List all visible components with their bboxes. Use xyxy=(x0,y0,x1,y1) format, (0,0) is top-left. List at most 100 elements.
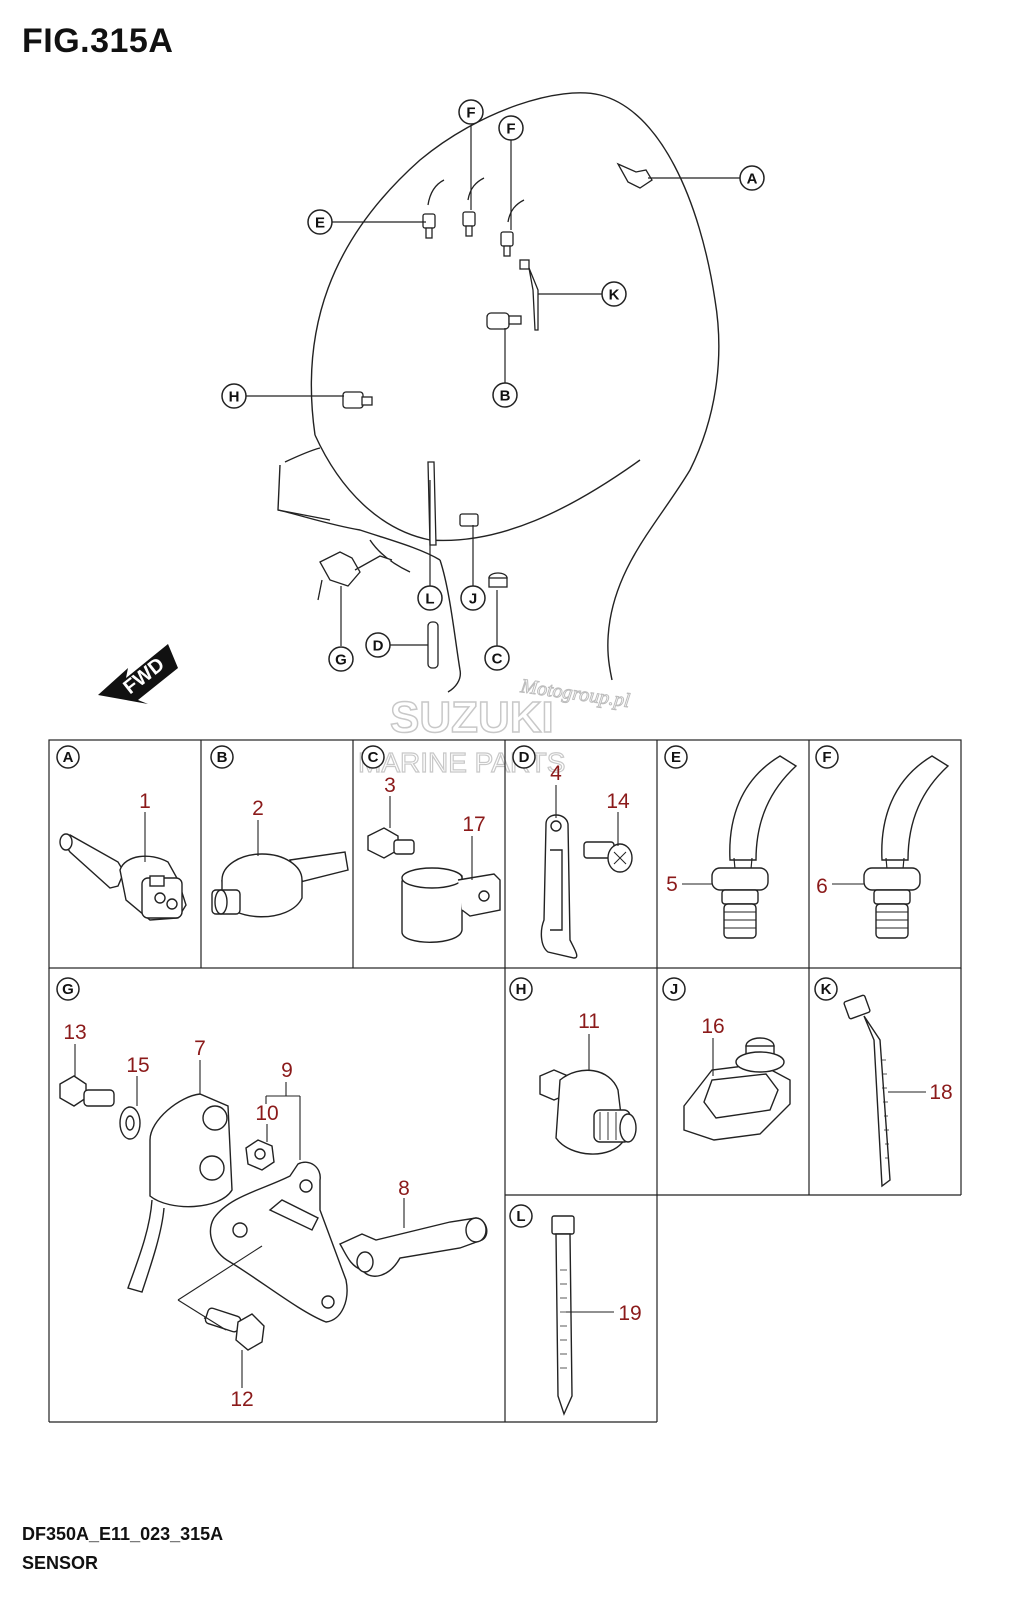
part-7-crank-sensor-drawing xyxy=(127,1093,233,1293)
svg-text:B: B xyxy=(217,749,228,766)
watermark: SUZUKI MARINE PARTS Motogroup.pl xyxy=(357,675,632,779)
svg-text:G: G xyxy=(62,981,74,998)
part-2-knock-sensor-drawing xyxy=(211,851,349,918)
part-number-5: 5 xyxy=(666,873,678,896)
svg-text:F: F xyxy=(466,105,475,122)
figure-code: DF350A_E11_023_315A xyxy=(22,1524,224,1544)
figure-name: SENSOR xyxy=(22,1553,99,1573)
panel-c-badge: C xyxy=(361,745,385,769)
callout-k: K xyxy=(601,281,627,307)
svg-text:K: K xyxy=(609,287,620,304)
part-number-7: 7 xyxy=(194,1037,206,1060)
callout-j: J xyxy=(460,585,486,611)
part-number-2: 2 xyxy=(252,797,264,820)
part-16-holder-drawing xyxy=(683,1037,791,1141)
part-number-12: 12 xyxy=(230,1388,253,1411)
svg-text:L: L xyxy=(516,1208,525,1225)
svg-text:A: A xyxy=(747,171,758,188)
svg-text:F: F xyxy=(506,121,515,138)
callout-f-1: F xyxy=(458,99,484,125)
svg-text:D: D xyxy=(373,638,384,655)
callout-d: D xyxy=(365,632,391,658)
svg-text:F: F xyxy=(822,749,831,766)
panel-b-badge: B xyxy=(210,745,234,769)
svg-text:H: H xyxy=(516,981,527,998)
svg-text:G: G xyxy=(335,652,347,669)
callout-b: B xyxy=(492,382,518,408)
part-12-bolt-drawing xyxy=(203,1307,265,1351)
svg-text:B: B xyxy=(500,388,511,405)
panel-e-badge: E xyxy=(664,745,688,769)
svg-text:D: D xyxy=(519,749,530,766)
part-number-15: 15 xyxy=(126,1054,149,1077)
part-9-bracket-drawing xyxy=(209,1161,348,1323)
part-6-sensor-drawing xyxy=(863,755,950,939)
part-number-16: 16 xyxy=(701,1015,724,1038)
part-10-nut-drawing xyxy=(245,1139,275,1171)
fwd-arrow-icon: FWD xyxy=(98,644,178,704)
part-17-clamp-drawing xyxy=(401,867,501,943)
part-number-4: 4 xyxy=(550,762,562,785)
part-number-18: 18 xyxy=(929,1081,952,1104)
part-5-sensor-drawing xyxy=(711,755,798,939)
panel-d-badge: D xyxy=(512,745,536,769)
svg-text:E: E xyxy=(315,215,325,232)
overview-parts xyxy=(317,162,653,669)
part-number-11: 11 xyxy=(578,1010,600,1033)
panel-drawings xyxy=(59,755,950,1416)
svg-text:E: E xyxy=(671,749,681,766)
callout-e: E xyxy=(307,209,333,235)
engine-cowling-outline xyxy=(277,92,720,693)
part-number-8: 8 xyxy=(398,1177,410,1200)
svg-text:J: J xyxy=(670,981,678,998)
part-number-14: 14 xyxy=(606,790,630,813)
panel-f-badge: F xyxy=(815,745,839,769)
part-number-3: 3 xyxy=(384,774,396,797)
panel-l-badge: L xyxy=(509,1204,533,1228)
callout-l: L xyxy=(417,585,443,611)
panel-k-badge: K xyxy=(814,977,838,1001)
part-19-cable-tie-drawing xyxy=(551,1215,575,1416)
svg-text:A: A xyxy=(63,749,74,766)
guide-lines-g xyxy=(177,1245,263,1331)
callout-a: A xyxy=(739,165,765,191)
part-number-19: 19 xyxy=(618,1302,641,1325)
panel-a-badge: A xyxy=(56,745,80,769)
part-8-lever-drawing xyxy=(338,1217,488,1277)
part-number-10: 10 xyxy=(255,1102,278,1125)
svg-text:C: C xyxy=(368,749,379,766)
part-number-1: 1 xyxy=(139,790,151,813)
callout-c: C xyxy=(484,645,510,671)
part-11-switch-drawing xyxy=(539,1069,637,1155)
svg-text:L: L xyxy=(425,591,434,608)
overview-leader-lines xyxy=(246,125,740,646)
leader-9 xyxy=(265,1082,301,1160)
svg-text:H: H xyxy=(229,389,240,406)
overview-callouts: A B C D E F F G H J K L xyxy=(221,99,765,672)
part-number-9: 9 xyxy=(281,1059,293,1082)
panel-h-badge: H xyxy=(509,977,533,1001)
svg-text:J: J xyxy=(469,591,477,608)
callout-h: H xyxy=(221,383,247,409)
panel-badges: A B C D E F G H J K L xyxy=(56,745,839,1228)
panel-j-badge: J xyxy=(662,977,686,1001)
part-13-bolt-drawing xyxy=(59,1075,115,1107)
part-number-6: 6 xyxy=(816,875,828,898)
part-15-washer-drawing xyxy=(119,1106,141,1140)
part-3-bolt-drawing xyxy=(367,827,415,859)
part-number-17: 17 xyxy=(462,813,485,836)
part-1-sensor-drawing xyxy=(59,833,187,921)
detail-grid xyxy=(48,739,962,1423)
panel-g-badge: G xyxy=(56,977,80,1001)
svg-text:C: C xyxy=(492,651,503,668)
part-4-bracket-drawing xyxy=(540,814,578,959)
part-number-13: 13 xyxy=(63,1021,86,1044)
callout-g: G xyxy=(328,646,354,672)
callout-f-2: F xyxy=(498,115,524,141)
part-numbers: 1 2 3 17 4 14 5 6 13 15 7 9 10 8 12 11 1… xyxy=(63,762,952,1411)
svg-text:K: K xyxy=(821,981,832,998)
part-18-cable-tie-drawing xyxy=(843,994,891,1188)
figure-title: FIG.315A xyxy=(22,22,174,60)
svg-text:SUZUKI: SUZUKI xyxy=(390,693,554,742)
